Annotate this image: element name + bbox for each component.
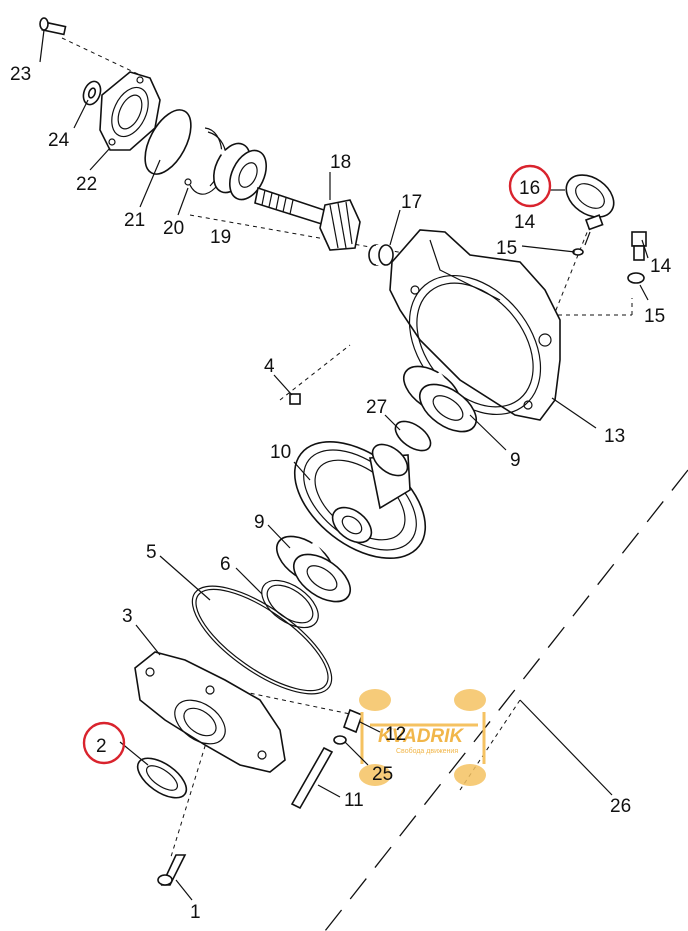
part-15-washer-lower bbox=[627, 272, 645, 284]
watermark-logo: KVADRIK Свобода движения bbox=[359, 689, 486, 786]
part-19-bearing bbox=[213, 142, 267, 201]
callout-26: 26 bbox=[610, 796, 631, 817]
part-4-dowel-pin bbox=[289, 393, 301, 405]
callout-1: 1 bbox=[190, 902, 201, 923]
part-10-ring-gear bbox=[293, 440, 427, 560]
callout-21: 21 bbox=[124, 210, 145, 231]
callout-6: 6 bbox=[220, 554, 231, 575]
part-3-rear-cover bbox=[134, 651, 286, 773]
callout-25: 25 bbox=[372, 764, 393, 785]
callout-13: 13 bbox=[604, 426, 625, 447]
part-22-cover-flange bbox=[99, 71, 161, 151]
watermark-brand: KVADRIK bbox=[378, 726, 464, 747]
callout-12: 12 bbox=[385, 724, 406, 745]
callout-15-lower: 15 bbox=[644, 306, 665, 327]
part-2-seal bbox=[136, 757, 188, 799]
part-13-gear-housing bbox=[389, 229, 561, 421]
part-23-bolt bbox=[39, 17, 67, 36]
callout-3: 3 bbox=[122, 606, 133, 627]
part-9-bearing-lower bbox=[276, 535, 351, 603]
callout-9-upper: 9 bbox=[510, 450, 521, 471]
part-27-o-ring bbox=[394, 420, 432, 452]
callout-9-lower: 9 bbox=[254, 512, 265, 533]
part-9-bearing-upper bbox=[403, 365, 477, 433]
part-26-axis-line bbox=[324, 469, 688, 931]
highlight-circle-2 bbox=[82, 721, 126, 765]
callout-15-upper: 15 bbox=[496, 238, 517, 259]
callout-19: 19 bbox=[210, 227, 231, 248]
callout-20: 20 bbox=[163, 218, 184, 239]
callout-24: 24 bbox=[48, 130, 70, 151]
callout-14-lower: 14 bbox=[650, 256, 672, 277]
watermark-tagline: Свобода движения bbox=[396, 747, 458, 755]
part-11-pin bbox=[290, 746, 334, 810]
callout-5: 5 bbox=[146, 542, 157, 563]
callout-11: 11 bbox=[344, 790, 364, 811]
part-5-large-o-ring bbox=[191, 585, 333, 695]
part-16-oil-seal bbox=[565, 174, 615, 218]
callout-labels: 23 24 22 21 20 19 18 17 16 14 15 14 15 1… bbox=[10, 64, 672, 923]
callout-23: 23 bbox=[10, 64, 31, 85]
callout-27: 27 bbox=[366, 397, 387, 418]
part-24-washer bbox=[82, 80, 102, 106]
part-18-pinion-shaft bbox=[254, 186, 361, 251]
leader-lines bbox=[39, 29, 649, 901]
callout-18: 18 bbox=[330, 152, 351, 173]
callout-17: 17 bbox=[401, 192, 422, 213]
callout-14-upper: 14 bbox=[514, 212, 536, 233]
part-21-o-ring bbox=[144, 109, 192, 175]
highlight-circle-16 bbox=[508, 164, 552, 208]
part-17-bushing bbox=[368, 244, 394, 266]
part-25-washer bbox=[333, 735, 347, 745]
callout-2: 2 bbox=[96, 736, 107, 757]
callout-16: 16 bbox=[519, 178, 540, 199]
callout-22: 22 bbox=[76, 174, 97, 195]
highlight-markers bbox=[82, 164, 552, 765]
part-12-bolt bbox=[342, 708, 364, 734]
part-14-breather-bolt bbox=[584, 214, 604, 246]
callout-10: 10 bbox=[270, 442, 291, 463]
callout-4: 4 bbox=[264, 356, 275, 377]
part-1-bolt bbox=[157, 854, 187, 886]
